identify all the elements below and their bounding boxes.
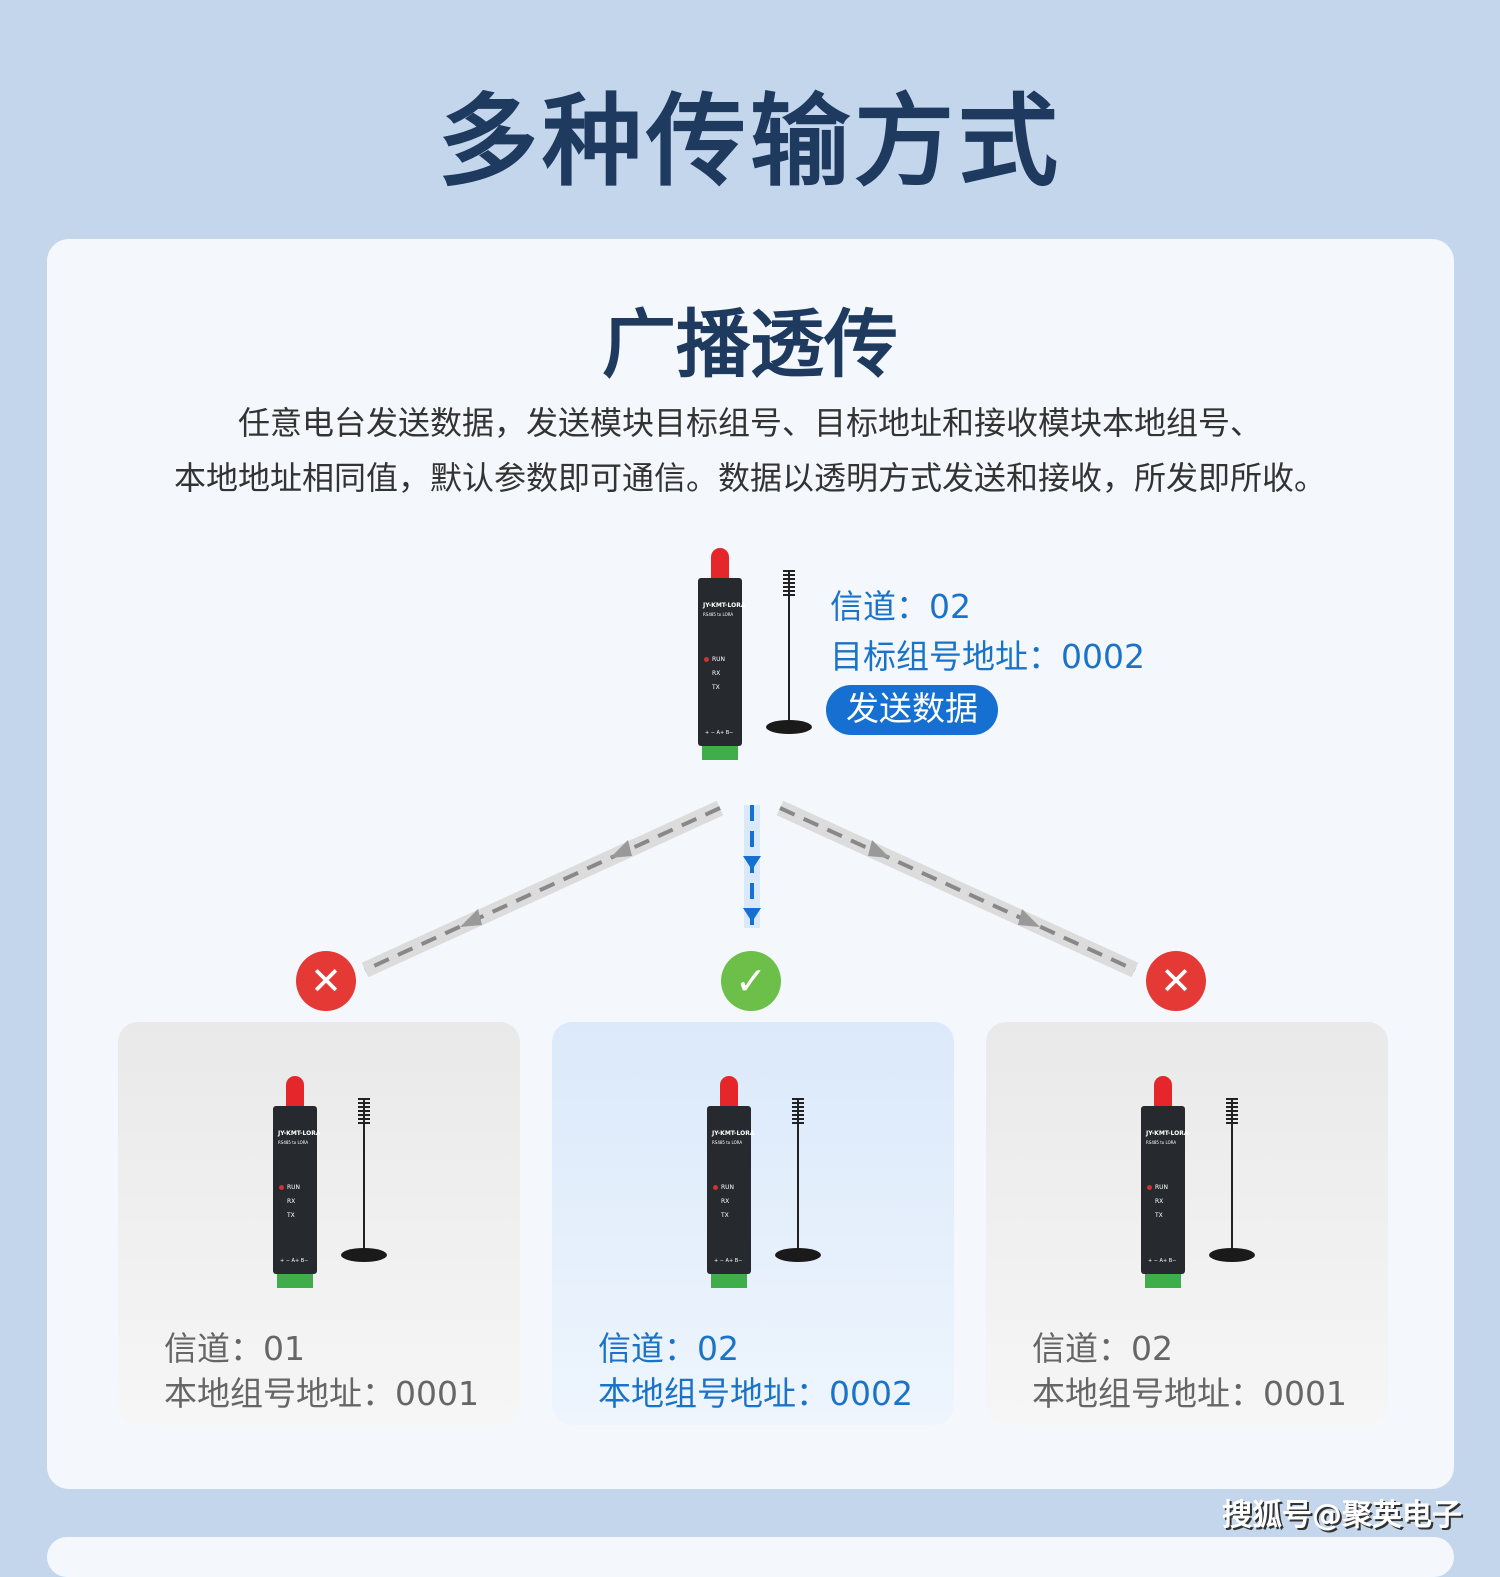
device-body: JY-KMT-LORA RS485 to LORA RUN RX TX + − …	[273, 1106, 321, 1274]
receiver-local-address: 本地组号地址：0001	[1032, 1374, 1347, 1413]
led-tx: TX	[721, 1212, 729, 1219]
antenna-connector	[286, 1076, 304, 1108]
led-rx: RX	[1155, 1198, 1164, 1205]
receiver-card: JY-KMT-LORA RS485 to LORA RUN RX TX + − …	[552, 1022, 954, 1425]
pin-labels: + − A+ B−	[1148, 1258, 1177, 1264]
antenna	[1231, 1098, 1233, 1253]
antenna-connector	[720, 1076, 738, 1108]
led-run: RUN	[1155, 1184, 1169, 1191]
terminal-block	[711, 1274, 747, 1288]
receiver-device: JY-KMT-LORA RS485 to LORA RUN RX TX + − …	[707, 1076, 847, 1288]
sender-channel: 信道：02	[830, 587, 971, 626]
device-sub: RS485 to LORA	[1146, 1140, 1177, 1145]
led-rx: RX	[712, 670, 721, 677]
receiver-local-address: 本地组号地址：0002	[598, 1374, 913, 1413]
antenna-base	[766, 720, 812, 734]
antenna	[363, 1098, 365, 1253]
receiver-card: JY-KMT-LORA RS485 to LORA RUN RX TX + − …	[986, 1022, 1388, 1425]
led-run: RUN	[287, 1184, 301, 1191]
device-model: JY-KMT-LORA	[278, 1130, 321, 1137]
receiver-channel: 信道：01	[164, 1329, 305, 1368]
sender-device: JY-KMT-LORA RS485 to LORA RUN RX TX + − …	[698, 548, 838, 760]
device-sub: RS485 to LORA	[278, 1140, 309, 1145]
led-tx: TX	[712, 684, 720, 691]
watermark: 搜狐号@聚英电子	[1222, 1498, 1462, 1533]
sender-target: 目标组号地址：0002	[830, 637, 1145, 676]
led-rx: RX	[721, 1198, 730, 1205]
receiver-device: JY-KMT-LORA RS485 to LORA RUN RX TX + − …	[1141, 1076, 1281, 1288]
led-run: RUN	[712, 656, 726, 663]
antenna-base	[1209, 1248, 1255, 1262]
device-model: JY-KMT-LORA	[703, 602, 746, 609]
device-sub: RS485 to LORA	[703, 612, 734, 617]
broadcast-arrows	[361, 800, 1139, 978]
antenna-base	[775, 1248, 821, 1262]
next-panel	[47, 1537, 1454, 1577]
antenna-connector	[711, 548, 729, 580]
terminal-block	[702, 746, 738, 760]
terminal-block	[277, 1274, 313, 1288]
led-tx: TX	[1155, 1212, 1163, 1219]
receiver-channel: 信道：02	[598, 1329, 739, 1368]
antenna-connector	[1154, 1076, 1172, 1108]
antenna-base	[341, 1248, 387, 1262]
device-sub: RS485 to LORA	[712, 1140, 743, 1145]
page-title: 多种传输方式	[438, 83, 1062, 200]
receiver-local-address: 本地组号地址：0001	[164, 1374, 479, 1413]
led-run: RUN	[721, 1184, 735, 1191]
check-icon: ✓	[721, 951, 781, 1011]
receiver-card: JY-KMT-LORA RS485 to LORA RUN RX TX + − …	[118, 1022, 520, 1425]
send-data-button[interactable]: 发送数据	[826, 685, 998, 735]
description-line-1: 任意电台发送数据，发送模块目标组号、目标地址和接收模块本地组号、	[237, 404, 1262, 442]
cross-icon: ✕	[296, 951, 356, 1011]
pin-labels: + − A+ B−	[280, 1258, 309, 1264]
description-line-2: 本地地址相同值，默认参数即可通信。数据以透明方式发送和接收，所发即所收。	[173, 459, 1326, 497]
device-model: JY-KMT-LORA	[712, 1130, 755, 1137]
terminal-block	[1145, 1274, 1181, 1288]
device-body: JY-KMT-LORA RS485 to LORA RUN RX TX + − …	[1141, 1106, 1189, 1274]
led-rx: RX	[287, 1198, 296, 1205]
receiver-device: JY-KMT-LORA RS485 to LORA RUN RX TX + − …	[273, 1076, 413, 1288]
section-title: 广播透传	[602, 302, 898, 388]
cross-icon: ✕	[1146, 951, 1206, 1011]
antenna	[797, 1098, 799, 1253]
device-model: JY-KMT-LORA	[1146, 1130, 1189, 1137]
device-body: JY-KMT-LORA RS485 to LORA RUN RX TX + − …	[707, 1106, 755, 1274]
led-tx: TX	[287, 1212, 295, 1219]
pin-labels: + − A+ B−	[705, 730, 734, 736]
device-body: JY-KMT-LORA RS485 to LORA RUN RX TX + − …	[698, 578, 746, 746]
receiver-channel: 信道：02	[1032, 1329, 1173, 1368]
antenna	[788, 570, 790, 725]
pin-labels: + − A+ B−	[714, 1258, 743, 1264]
